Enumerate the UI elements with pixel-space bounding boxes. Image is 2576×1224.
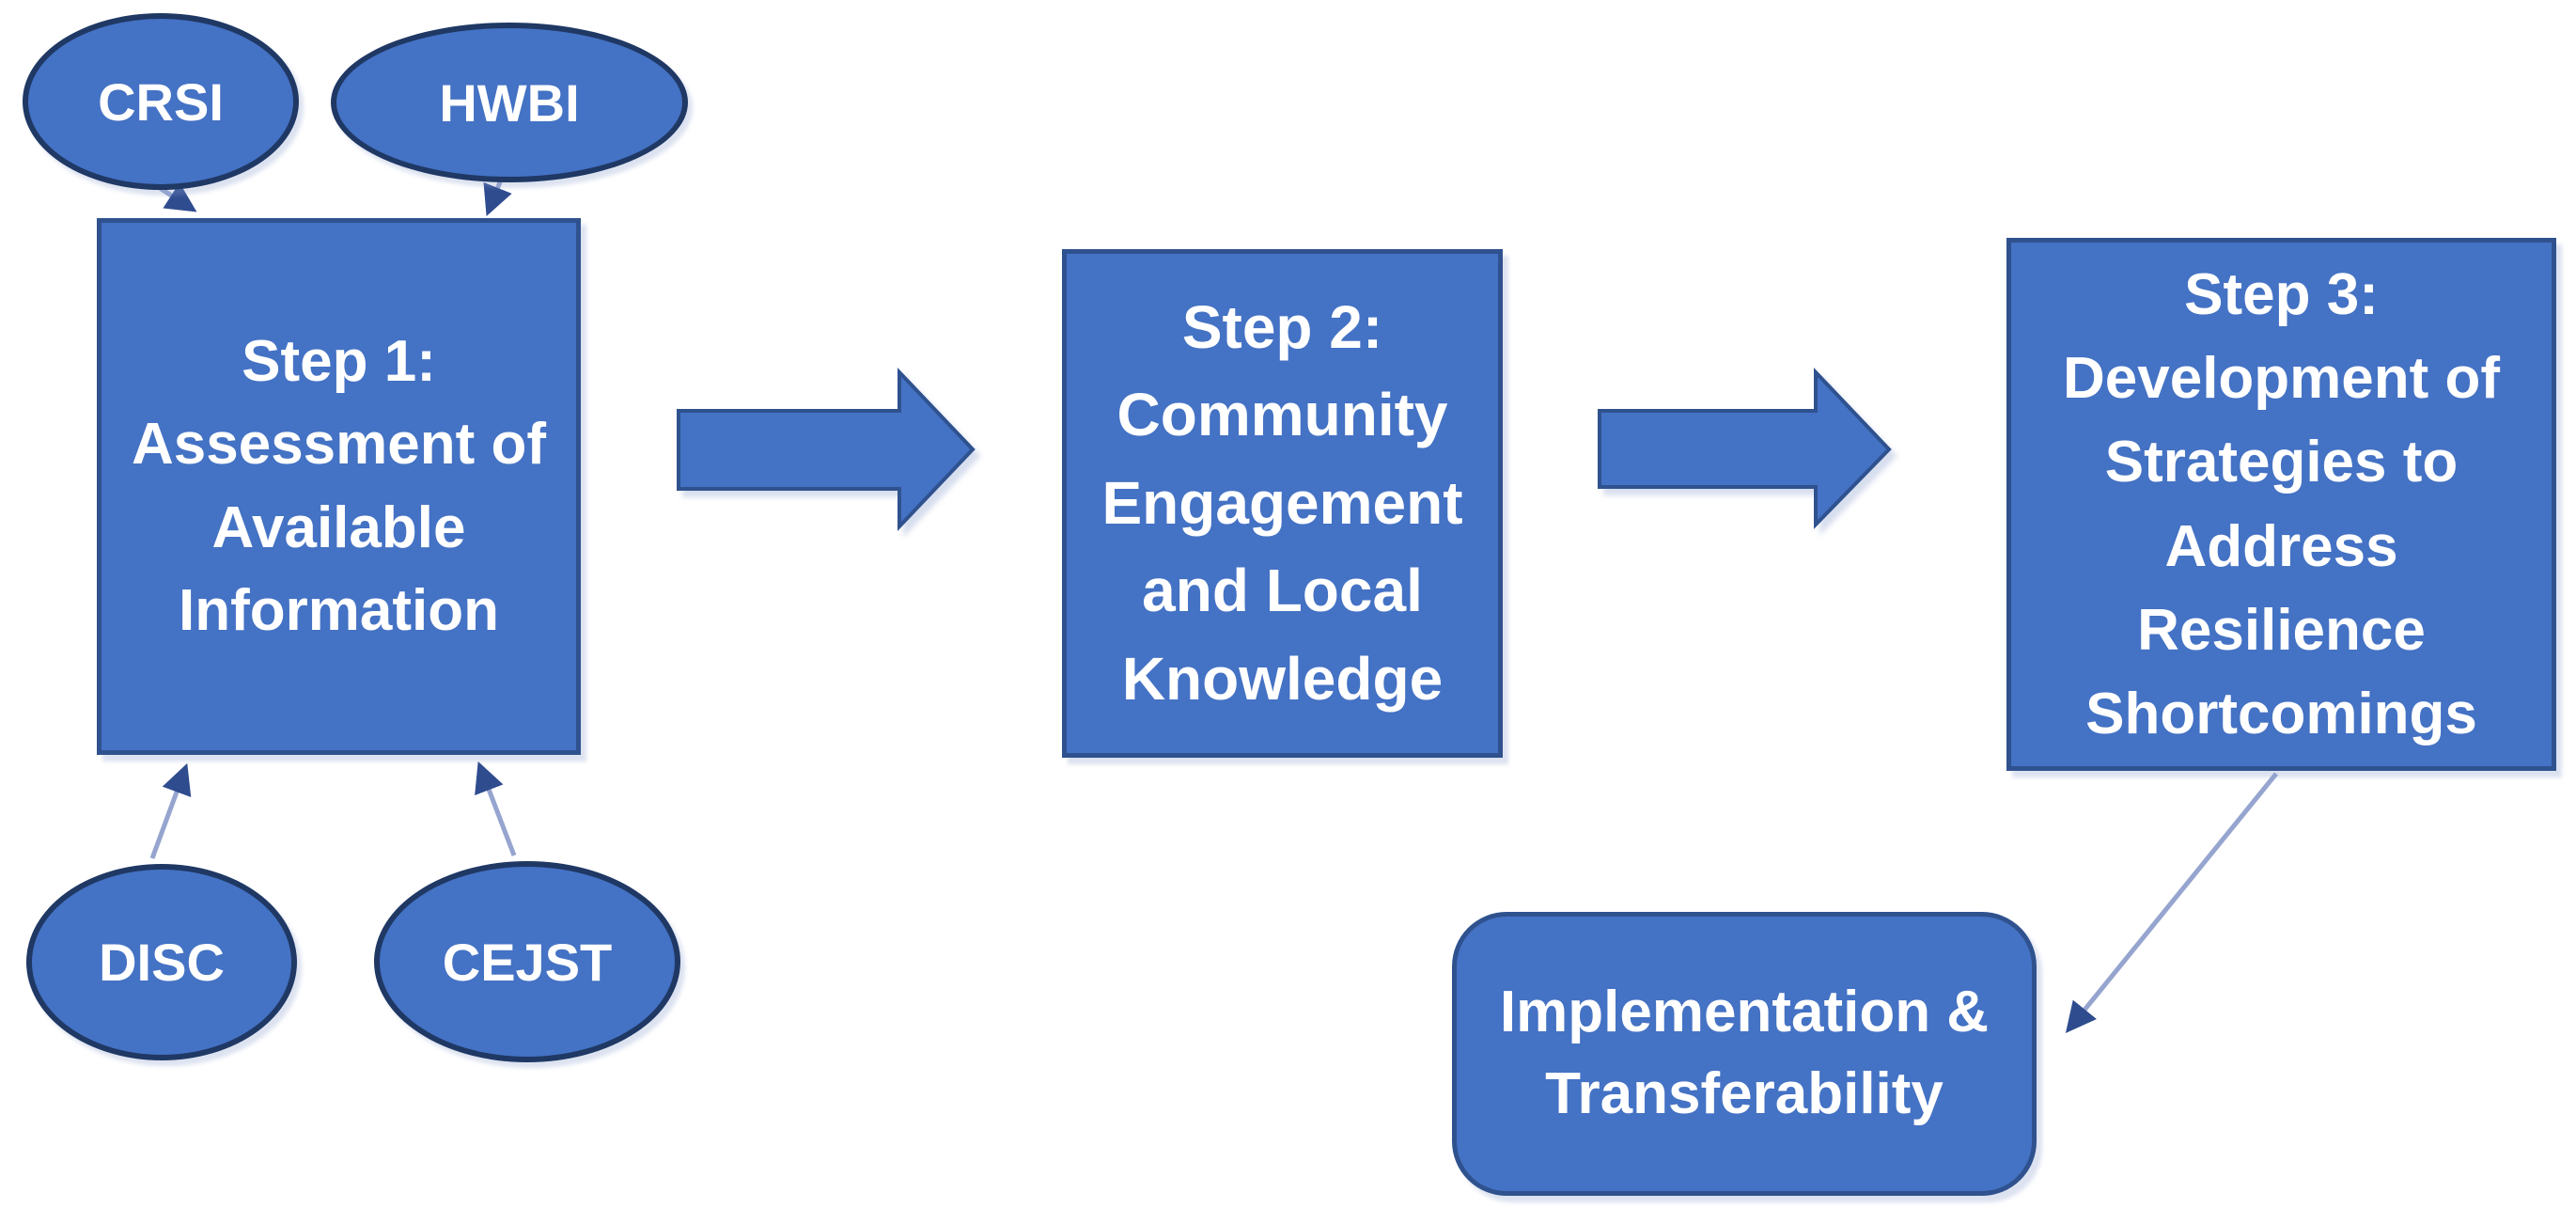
node-step3-label: Step 3: Development of Strategies to Add… [2062,261,2501,747]
node-hwbi-label: HWBI [439,72,580,133]
flow-arrow-step1-to-step2-icon [677,367,976,532]
node-cejst-label: CEJST [442,932,613,992]
node-hwbi: HWBI [331,23,688,182]
node-implementation-label: Implementation & Transferability [1499,980,1990,1126]
node-crsi: CRSI [23,13,299,190]
node-implementation: Implementation & Transferability [1452,912,2037,1196]
node-step1-label: Step 1: Assessment of Available Informat… [131,329,547,643]
node-cejst: CEJST [374,861,680,1062]
node-step3: Step 3: Development of Strategies to Add… [2006,238,2556,771]
node-disc: DISC [26,864,297,1060]
connector-cejst-to-step1 [475,761,517,856]
node-crsi-label: CRSI [98,71,224,132]
connector-step3-to-implementation [2065,772,2278,1034]
connector-disc-to-step1 [149,762,192,859]
node-step2: Step 2: Community Engagement and Local K… [1062,249,1503,758]
node-step2-label: Step 2: Community Engagement and Local K… [1101,292,1463,713]
flow-arrow-step2-to-step3-icon [1598,367,1892,529]
node-disc-label: DISC [99,933,225,992]
node-step1: Step 1: Assessment of Available Informat… [97,218,581,755]
connector-crsi-to-step1 [158,182,197,212]
